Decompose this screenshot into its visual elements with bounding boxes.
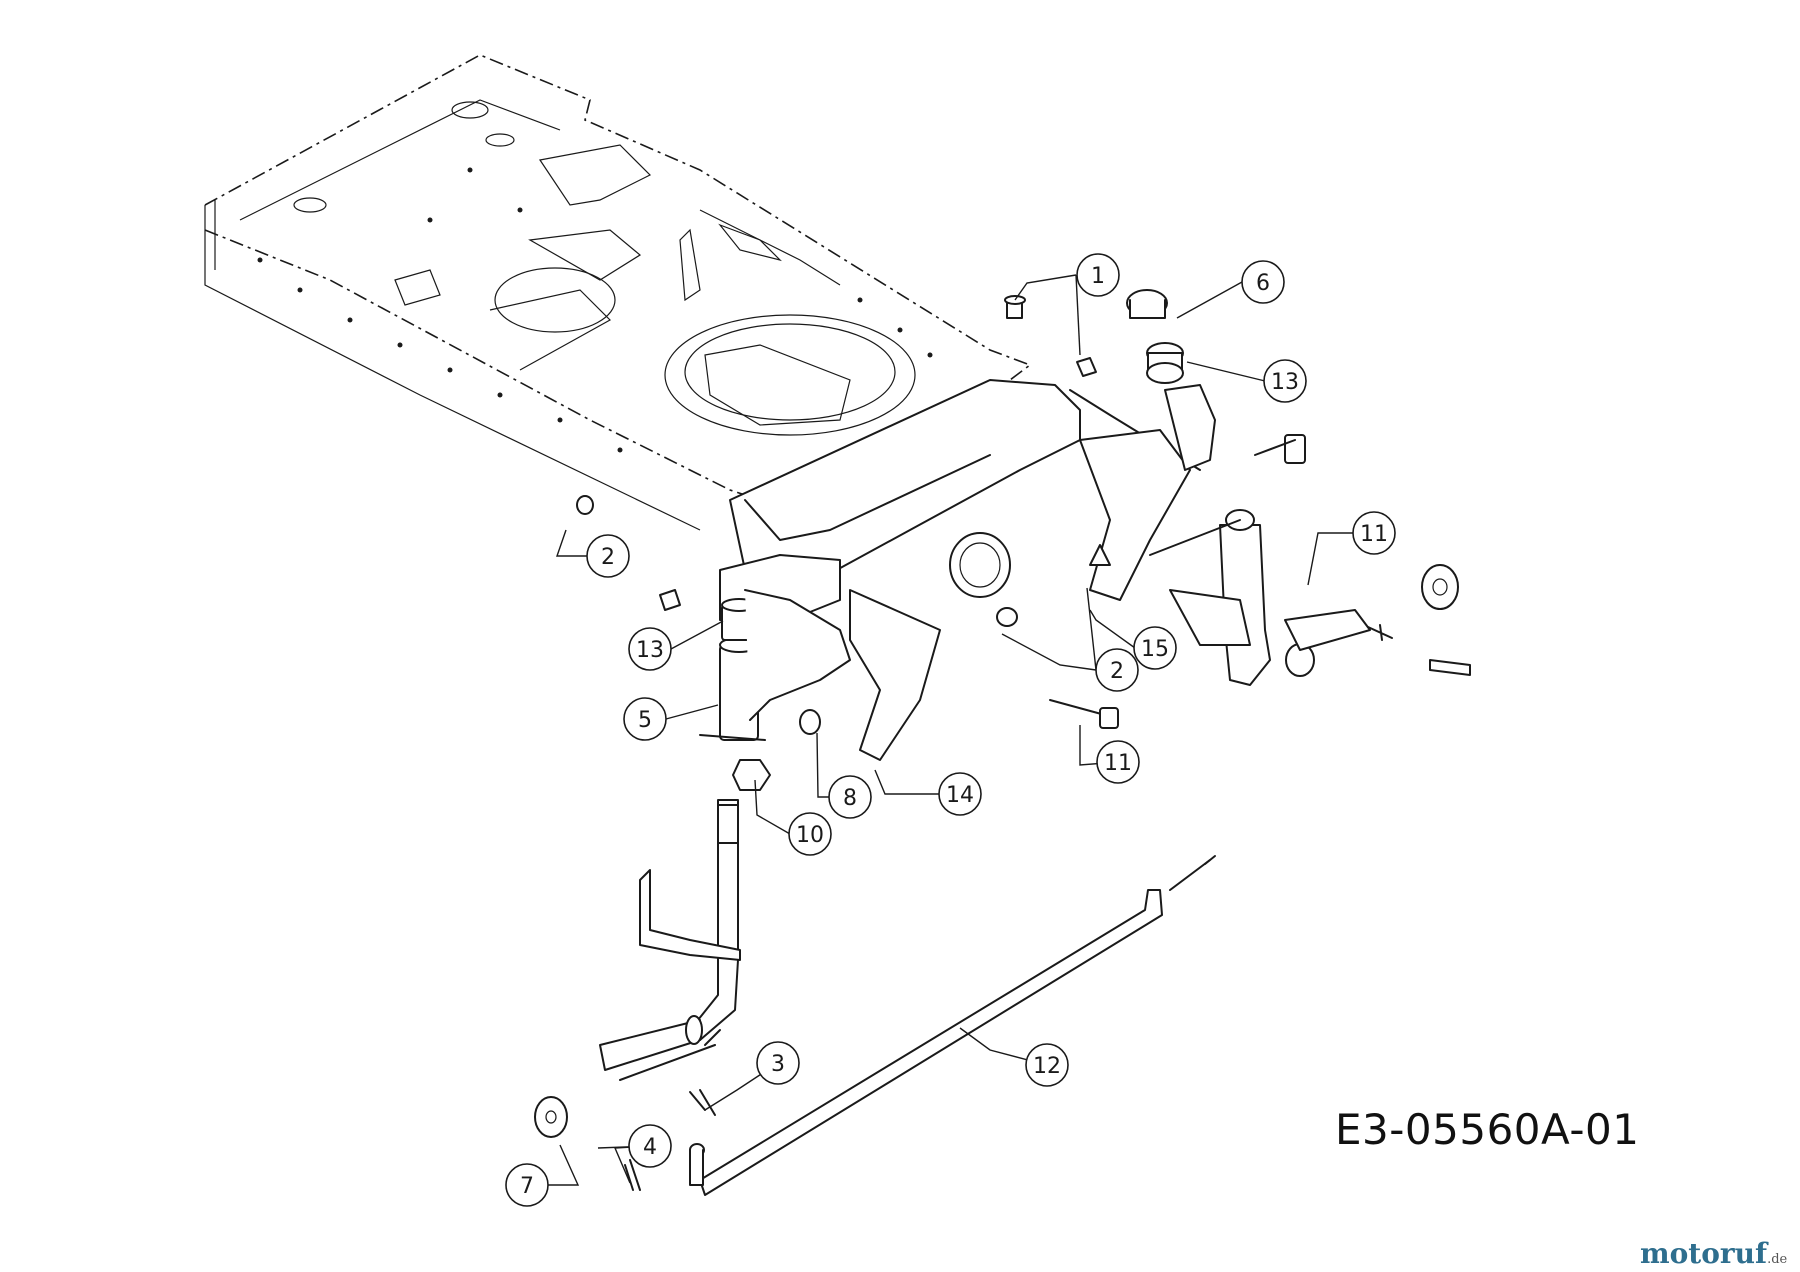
callout-3: 3 [756,1041,800,1085]
svg-text:1: 1 [1091,264,1105,289]
callout-4: 4 [628,1124,672,1168]
callout-5: 5 [623,697,667,741]
callout-13-right: 13 [1263,359,1307,403]
svg-text:13: 13 [636,638,664,663]
svg-text:6: 6 [1256,271,1270,296]
watermark-tld: .de [1767,1252,1788,1267]
svg-text:2: 2 [1110,659,1124,684]
drawing-code: E3-05560A-01 [1335,1105,1640,1154]
watermark-brand: motoruf [1640,1237,1768,1270]
svg-text:3: 3 [771,1052,785,1077]
svg-text:10: 10 [796,823,824,848]
callout-1: 1 [1076,253,1120,297]
watermark-logo: motoruf.de [1640,1237,1787,1270]
callout-14: 14 [938,772,982,816]
hardware [576,289,1471,791]
svg-text:11: 11 [1104,751,1132,776]
right-spindle [1164,384,1371,686]
callout-13-left: 13 [628,627,672,671]
svg-text:2: 2 [601,545,615,570]
steering-shaft [534,799,741,1191]
svg-text:13: 13 [1271,370,1299,395]
svg-text:4: 4 [643,1135,657,1160]
callout-6: 6 [1241,260,1285,304]
callout-15: 15 [1133,626,1177,670]
callout-12: 12 [1025,1043,1069,1087]
svg-text:11: 11 [1360,522,1388,547]
callout-8: 8 [828,775,872,819]
svg-text:14: 14 [946,783,974,808]
callout-2-left: 2 [586,534,630,578]
svg-text:15: 15 [1141,637,1169,662]
chassis-frame [204,54,1032,531]
svg-text:7: 7 [520,1174,534,1199]
front-axle [729,379,1201,761]
tie-rod [689,855,1216,1196]
callout-11-center: 11 [1096,740,1140,784]
left-spindle [719,554,851,741]
callout-11-right: 11 [1352,511,1396,555]
callout-2-center: 2 [1095,648,1139,692]
svg-text:8: 8 [843,786,857,811]
svg-text:12: 12 [1033,1054,1061,1079]
callout-10: 10 [788,812,832,856]
callout-7: 7 [505,1163,549,1207]
svg-text:5: 5 [638,708,652,733]
